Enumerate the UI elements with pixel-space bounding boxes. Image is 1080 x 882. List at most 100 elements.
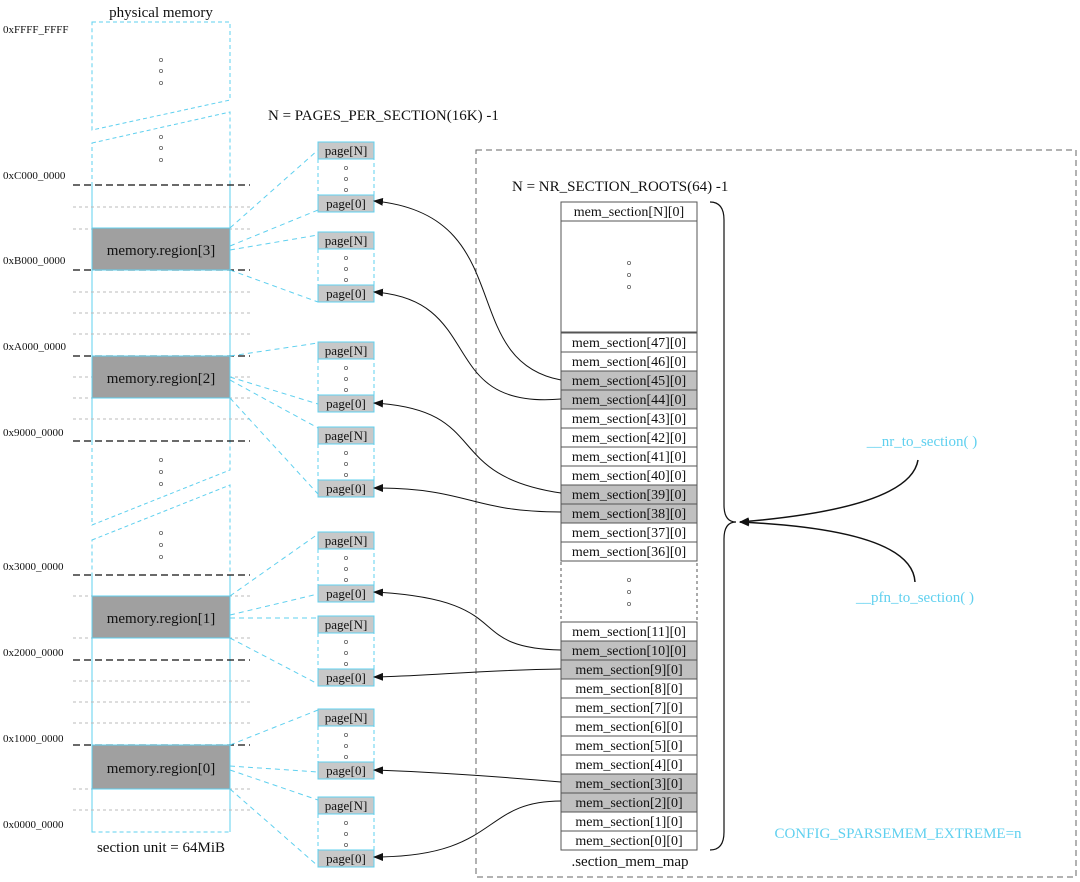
address-label: 0x3000_0000 [3,561,64,573]
section-entry: mem_section[41][0] [560,446,698,467]
section-entry: mem_section[5][0] [560,735,698,756]
section-entry-label: mem_section[38][0] [572,507,686,522]
section-middle-gap-frame [560,560,698,623]
memory-region-1: memory.region[1] [91,595,231,639]
page-ellipsis-dot [343,832,348,837]
section-entry: mem_section[47][0] [560,332,698,353]
page-ellipsis-dot [343,472,348,477]
page-ellipsis-dot [343,744,348,749]
memory-region-label: memory.region[1] [107,611,216,627]
section-entry-cell [560,541,698,562]
section-entry: mem_section[0][0] [560,830,698,851]
section-entry-label: mem_section[45][0] [572,374,686,389]
page-ellipsis-dot [343,461,348,466]
page-n-cell [317,426,375,445]
memory-upper-cap [91,21,231,131]
page-group: page[N]page[0] [317,531,375,603]
page-group: page[N]page[0] [317,708,375,780]
section-entry-label: mem_section[7][0] [575,701,682,716]
section-entry: mem_section[46][0] [560,351,698,372]
section-mem-map-frame [475,149,1077,878]
page-ellipsis-dot [343,556,348,561]
address-label: 0x1000_0000 [3,733,64,745]
section-ellipsis-dot [627,260,632,265]
memory-region-3: memory.region[3] [91,227,231,271]
section-entry: mem_section[3][0] [560,773,698,794]
page-0-label: page[0] [326,481,366,496]
section-entry-label: mem_section[N][0] [574,205,684,220]
page-group: page[N] page[0] [317,426,375,498]
section-entry: mem_section[39][0] [560,484,698,505]
pages-per-section-formula: N = PAGES_PER_SECTION(16K) -1 [268,108,499,124]
section-entry: mem_section[1][0] [560,811,698,832]
page-ellipsis-dot [343,733,348,738]
page-0-label: page[0] [326,196,366,211]
section-entry: mem_section[36][0] [560,541,698,562]
section-brace [709,201,737,851]
section-entry: mem_section[40][0] [560,465,698,486]
page-ellipsis-dot [343,651,348,656]
section-entry-label: mem_section[2][0] [575,796,682,811]
section-entry: mem_section[2][0] [560,792,698,813]
page-0-label: page[0] [326,851,366,866]
section-mem-map-caption: .section_mem_map [571,854,688,870]
section-entry-label: mem_section[44][0] [572,393,686,408]
section-entry-cell [560,830,698,851]
section-entry: mem_section[10][0] [560,640,698,661]
section-ellipsis-dot [627,578,632,583]
page-n-cell [317,796,375,815]
section-mem-map: mem_section[N][0]mem_section[47][0]mem_s… [560,201,698,851]
page-ellipsis-dot [343,578,348,583]
page-groups: page[N] page[0] page[N] page[0] page[N] page[… [317,141,375,868]
section-entry-label: mem_section[10][0] [572,644,686,659]
page-ellipsis-dot [343,755,348,760]
page-ellipsis-dot [343,277,348,282]
page-ellipsis-dot [343,387,348,392]
memory-upper-block [91,111,231,526]
page-ellipsis-dot [343,640,348,645]
page-n-cell [317,531,375,550]
section-entry: mem_section[45][0] [560,370,698,391]
section-entry-label: mem_section[47][0] [572,336,686,351]
page-ellipsis-dot [343,365,348,370]
page-n-label: page[N] [325,617,368,632]
nr-to-section-arrow [739,459,919,526]
memory-region-2: memory.region[2] [91,355,231,399]
section-entry-label: mem_section[39][0] [572,488,686,503]
page-n-label: page[N] [325,798,368,813]
page-0-label: page[0] [326,286,366,301]
page-ellipsis-dot [343,187,348,192]
section-entry-label: mem_section[37][0] [572,526,686,541]
page-n-label: page[N] [325,533,368,548]
section-entry: mem_section[N][0] [560,201,698,222]
section-entry-label: mem_section[36][0] [572,545,686,560]
section-entry: mem_section[7][0] [560,697,698,718]
section-entry-cell [560,201,698,222]
page-n-label: page[N] [325,710,368,725]
page-ellipsis-dot [343,165,348,170]
section-entry-label: mem_section[4][0] [575,758,682,773]
pfn-to-section-arrow [739,518,916,583]
address-label: 0xB000_0000 [3,255,66,267]
address-label: 0x9000_0000 [3,427,64,439]
section-entry-label: mem_section[42][0] [572,431,686,446]
page-ellipsis-dot [343,255,348,260]
section-entry: mem_section[42][0] [560,427,698,448]
page-n-label: page[N] [325,343,368,358]
address-label: 0xC000_0000 [3,170,66,182]
page-n-label: page[N] [325,428,368,443]
section-entry-label: mem_section[8][0] [575,682,682,697]
section-entry: mem_section[8][0] [560,678,698,699]
page-n-cell [317,615,375,634]
address-label: 0x0000_0000 [3,819,64,831]
section-entry-label: mem_section[9][0] [575,663,682,678]
section-entry-label: mem_section[40][0] [572,469,686,484]
section-ellipsis-dot [627,602,632,607]
page-ellipsis-dot [343,176,348,181]
address-label: 0xFFFF_FFFF [3,24,68,36]
pfn-to-section-label: __pfn_to_section( ) [855,590,974,606]
address-label: 0xA000_0000 [3,341,66,353]
physical-memory: physical memory [3,5,250,856]
